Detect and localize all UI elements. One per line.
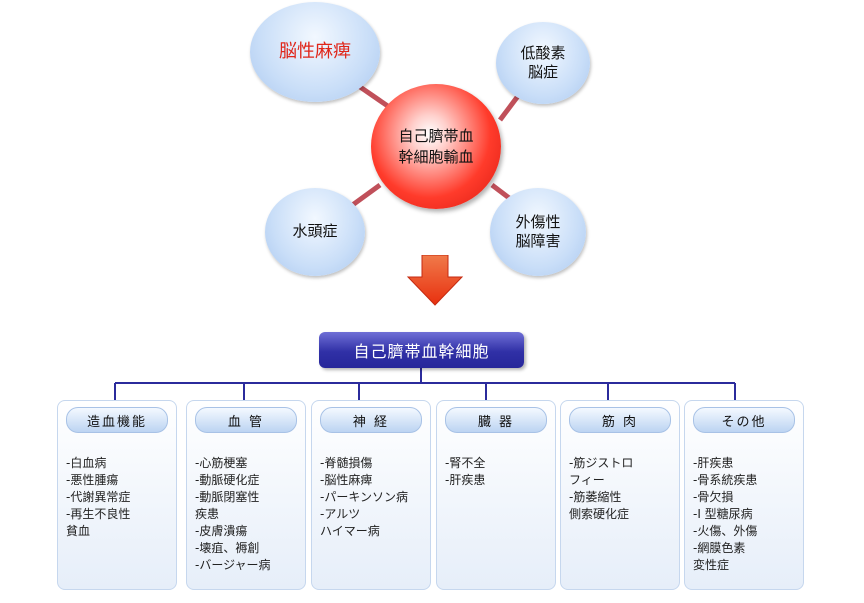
list-item: -脊髄損傷 xyxy=(320,456,373,470)
list-item: -壊疽、褥創 xyxy=(195,541,260,555)
list-item: 変性症 xyxy=(693,558,730,572)
column-header: 血 管 xyxy=(195,407,297,433)
list-item: -再生不良性 xyxy=(66,507,131,521)
list-item: -脳性麻痺 xyxy=(320,473,373,487)
column-items: -心筋梗塞 -動脈硬化症 -動脈閉塞性 疾患 -皮膚潰瘍 -壊疽、褥創 -バージ… xyxy=(195,455,303,574)
column-header: 筋 肉 xyxy=(569,407,671,433)
category-column-muscle: 筋 肉 -筋ジストロ フィー -筋萎縮性 側索硬化症 xyxy=(560,400,680,590)
list-item: -心筋梗塞 xyxy=(195,456,248,470)
list-item: フィー xyxy=(569,473,605,487)
list-item: -パーキンソン病 xyxy=(320,490,408,504)
list-item: -I 型糖尿病 xyxy=(693,507,753,521)
satellite-cerebral-palsy: 脳性麻痺 xyxy=(250,2,380,102)
column-header: 臓 器 xyxy=(445,407,547,433)
list-item: 貧血 xyxy=(66,524,91,538)
list-item: -バージャー病 xyxy=(195,558,271,572)
list-item: -代謝異常症 xyxy=(66,490,131,504)
satellite-trauma: 外傷性 脳障害 xyxy=(490,188,586,276)
column-header: その他 xyxy=(693,407,795,433)
list-item: -骨欠損 xyxy=(693,490,734,504)
column-header: 神 経 xyxy=(320,407,422,433)
list-item: -肝疾患 xyxy=(693,456,734,470)
list-item: 疾患 xyxy=(195,507,220,521)
chart-title: 自己臍帯血幹細胞 xyxy=(319,332,524,368)
list-item: ハイマー病 xyxy=(320,524,380,538)
category-column-other: その他 -肝疾患 -骨系統疾患 -骨欠損 -I 型糖尿病 -火傷、外傷 -網膜色… xyxy=(684,400,804,590)
category-column-neural: 神 経 -脊髄損傷 -脳性麻痺 -パーキンソン病 -アルツ ハイマー病 xyxy=(311,400,431,590)
column-header: 造血機能 xyxy=(66,407,168,433)
list-item: -皮膚潰瘍 xyxy=(195,524,248,538)
list-item: -筋ジストロ xyxy=(569,456,634,470)
down-arrow-icon xyxy=(406,255,464,306)
list-item: 側索硬化症 xyxy=(569,507,630,521)
list-item: -肝疾患 xyxy=(445,473,486,487)
category-column-vascular: 血 管 -心筋梗塞 -動脈硬化症 -動脈閉塞性 疾患 -皮膚潰瘍 -壊疽、褥創 … xyxy=(186,400,306,590)
list-item: -アルツ xyxy=(320,507,361,521)
satellite-hydrocephalus: 水頭症 xyxy=(265,188,365,276)
column-items: -脊髄損傷 -脳性麻痺 -パーキンソン病 -アルツ ハイマー病 xyxy=(320,455,428,540)
list-item: -腎不全 xyxy=(445,456,486,470)
category-column-hematopoietic: 造血機能 -白血病 -悪性腫瘍 -代謝異常症 -再生不良性 貧血 xyxy=(57,400,177,590)
category-column-organ: 臓 器 -腎不全 -肝疾患 xyxy=(436,400,556,590)
center-node: 自己臍帯血 幹細胞輸血 xyxy=(371,84,501,209)
list-item: -骨系統疾患 xyxy=(693,473,758,487)
column-items: -腎不全 -肝疾患 xyxy=(445,455,553,489)
list-item: -白血病 xyxy=(66,456,107,470)
column-items: -筋ジストロ フィー -筋萎縮性 側索硬化症 xyxy=(569,455,677,523)
column-items: -白血病 -悪性腫瘍 -代謝異常症 -再生不良性 貧血 xyxy=(66,455,174,540)
list-item: -火傷、外傷 xyxy=(693,524,758,538)
satellite-hypoxic: 低酸素 脳症 xyxy=(496,22,590,104)
list-item: -悪性腫瘍 xyxy=(66,473,119,487)
list-item: -筋萎縮性 xyxy=(569,490,622,504)
list-item: -動脈閉塞性 xyxy=(195,490,260,504)
list-item: -動脈硬化症 xyxy=(195,473,260,487)
list-item: -網膜色素 xyxy=(693,541,746,555)
column-items: -肝疾患 -骨系統疾患 -骨欠損 -I 型糖尿病 -火傷、外傷 -網膜色素 変性… xyxy=(693,455,801,574)
